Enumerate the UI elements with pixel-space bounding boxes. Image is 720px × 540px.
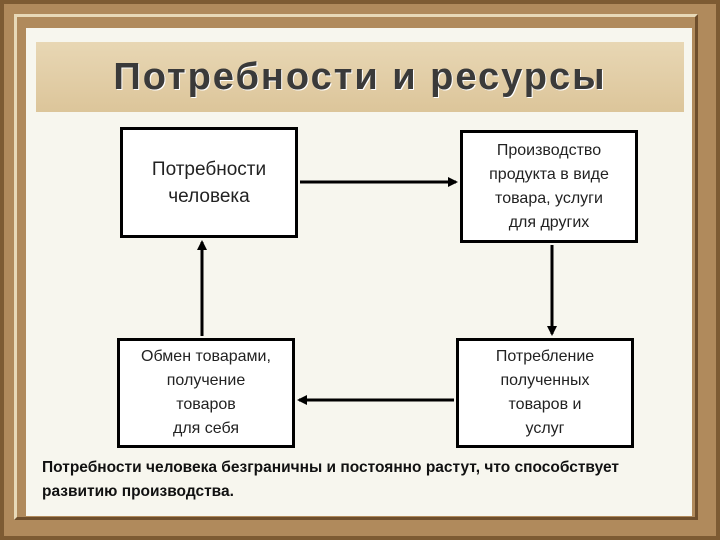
frame-bevel bbox=[14, 14, 698, 520]
node-consumption: Потребление полученных товаров и услуг bbox=[456, 338, 634, 448]
slide-title: Потребности и ресурсы bbox=[113, 55, 607, 98]
node-needs: Потребности человека bbox=[120, 127, 298, 238]
note-text: Потребности человека безграничны и посто… bbox=[42, 459, 619, 500]
title-band bbox=[36, 42, 684, 112]
node-production: Производство продукта в виде товара, усл… bbox=[460, 130, 638, 243]
node-exchange: Обмен товарами, получение товаров для се… bbox=[117, 338, 295, 448]
